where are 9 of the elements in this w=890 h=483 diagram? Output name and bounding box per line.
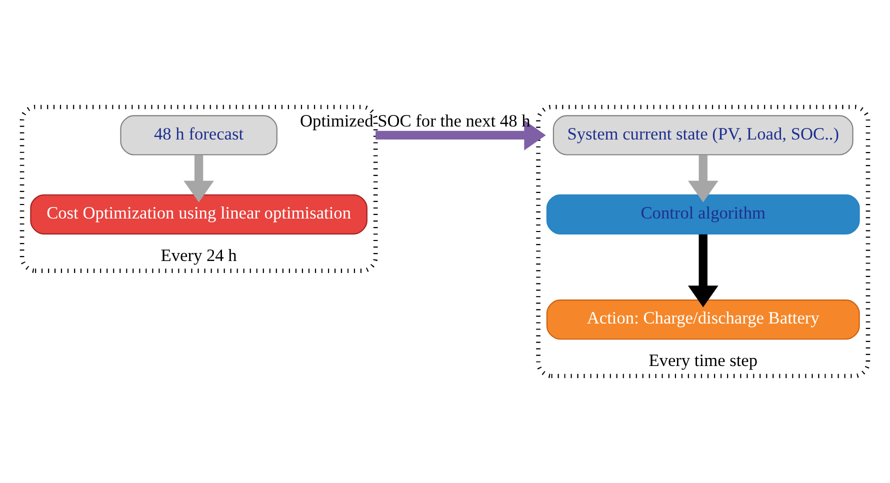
arrow xyxy=(376,120,546,150)
node-box: 48 h forecast xyxy=(120,115,278,156)
node-box: System current state (PV, Load, SOC..) xyxy=(552,115,854,156)
arrow xyxy=(184,154,214,202)
node-box: Control algorithm xyxy=(546,194,860,234)
arrow xyxy=(688,154,718,202)
node-box: Action: Charge/discharge Battery xyxy=(546,300,860,340)
node-box: Cost Optimization using linear optimisation xyxy=(30,194,368,234)
arrow xyxy=(688,234,718,308)
